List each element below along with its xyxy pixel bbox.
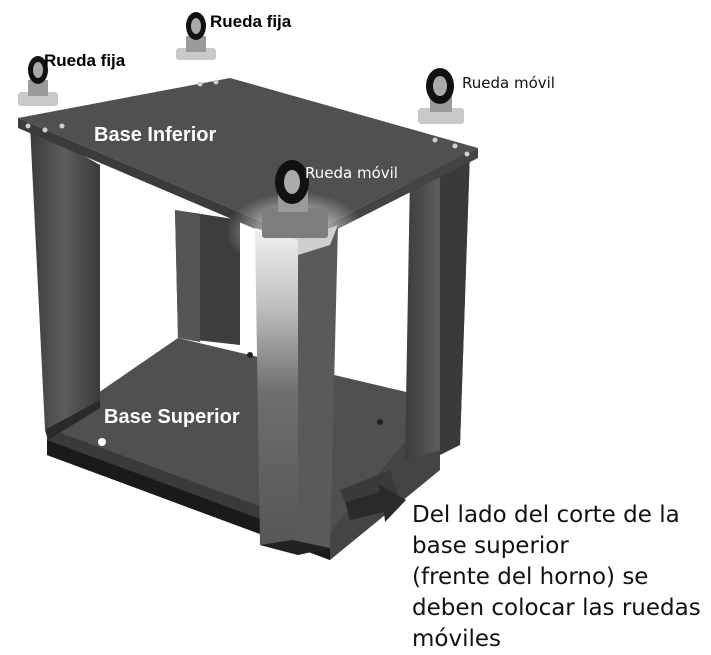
note-line: móviles	[412, 626, 502, 652]
note-line: deben colocar las ruedas	[412, 595, 701, 621]
placement-note: Del lado del corte de la base superior (…	[412, 500, 711, 655]
caster-fixed-left-icon	[18, 56, 58, 106]
base-superior-panel	[47, 338, 440, 560]
back-leg-right	[405, 150, 470, 460]
back-leg-left	[30, 125, 100, 440]
caster-mobile-right-icon	[418, 68, 464, 124]
caster-fixed-back-icon	[176, 12, 216, 60]
label-rueda-movil-front: Rueda móvil	[305, 164, 398, 182]
back-leg-center	[175, 210, 240, 345]
note-line: Del lado del corte de la	[412, 502, 680, 528]
label-base-inferior: Base Inferior	[94, 124, 217, 146]
label-rueda-fija-left: Rueda fija	[44, 51, 126, 70]
caster-mobile-front-icon	[262, 160, 328, 238]
label-base-superior: Base Superior	[104, 406, 240, 428]
label-rueda-fija-back: Rueda fija	[210, 12, 292, 31]
note-line: base superior	[412, 533, 569, 559]
note-line: (frente del horno) se	[412, 564, 649, 590]
label-rueda-movil-right: Rueda móvil	[462, 74, 555, 92]
arrow-right-icon	[345, 484, 406, 522]
